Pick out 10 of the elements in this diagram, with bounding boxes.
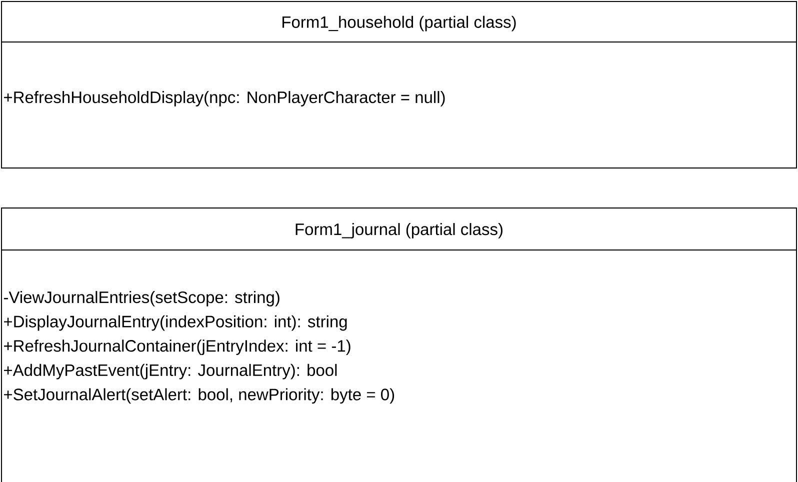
class-box	[1, 1, 797, 168]
method-signature: +DisplayJournalEntry(indexPosition: int): string	[4, 315, 347, 331]
method-signature: +RefreshHouseholdDisplay(npc: NonPlayerCharacter = null)	[4, 91, 445, 106]
class-name: Form1_journal (partial class)	[296, 223, 502, 238]
method-signature: +AddMyPastEvent(jEntry: JournalEntry): bool	[4, 364, 337, 380]
method-signature: -ViewJournalEntries(setScope: string)	[4, 291, 280, 306]
method-signature: +SetJournalAlert(setAlert: bool, newPriority: byte = 0)	[4, 388, 394, 404]
class-name: Form1_household (partial class)	[282, 16, 516, 32]
class-box	[1, 208, 797, 482]
method-signature: +RefreshJournalContainer(jEntryIndex: int = -1)	[4, 340, 350, 355]
